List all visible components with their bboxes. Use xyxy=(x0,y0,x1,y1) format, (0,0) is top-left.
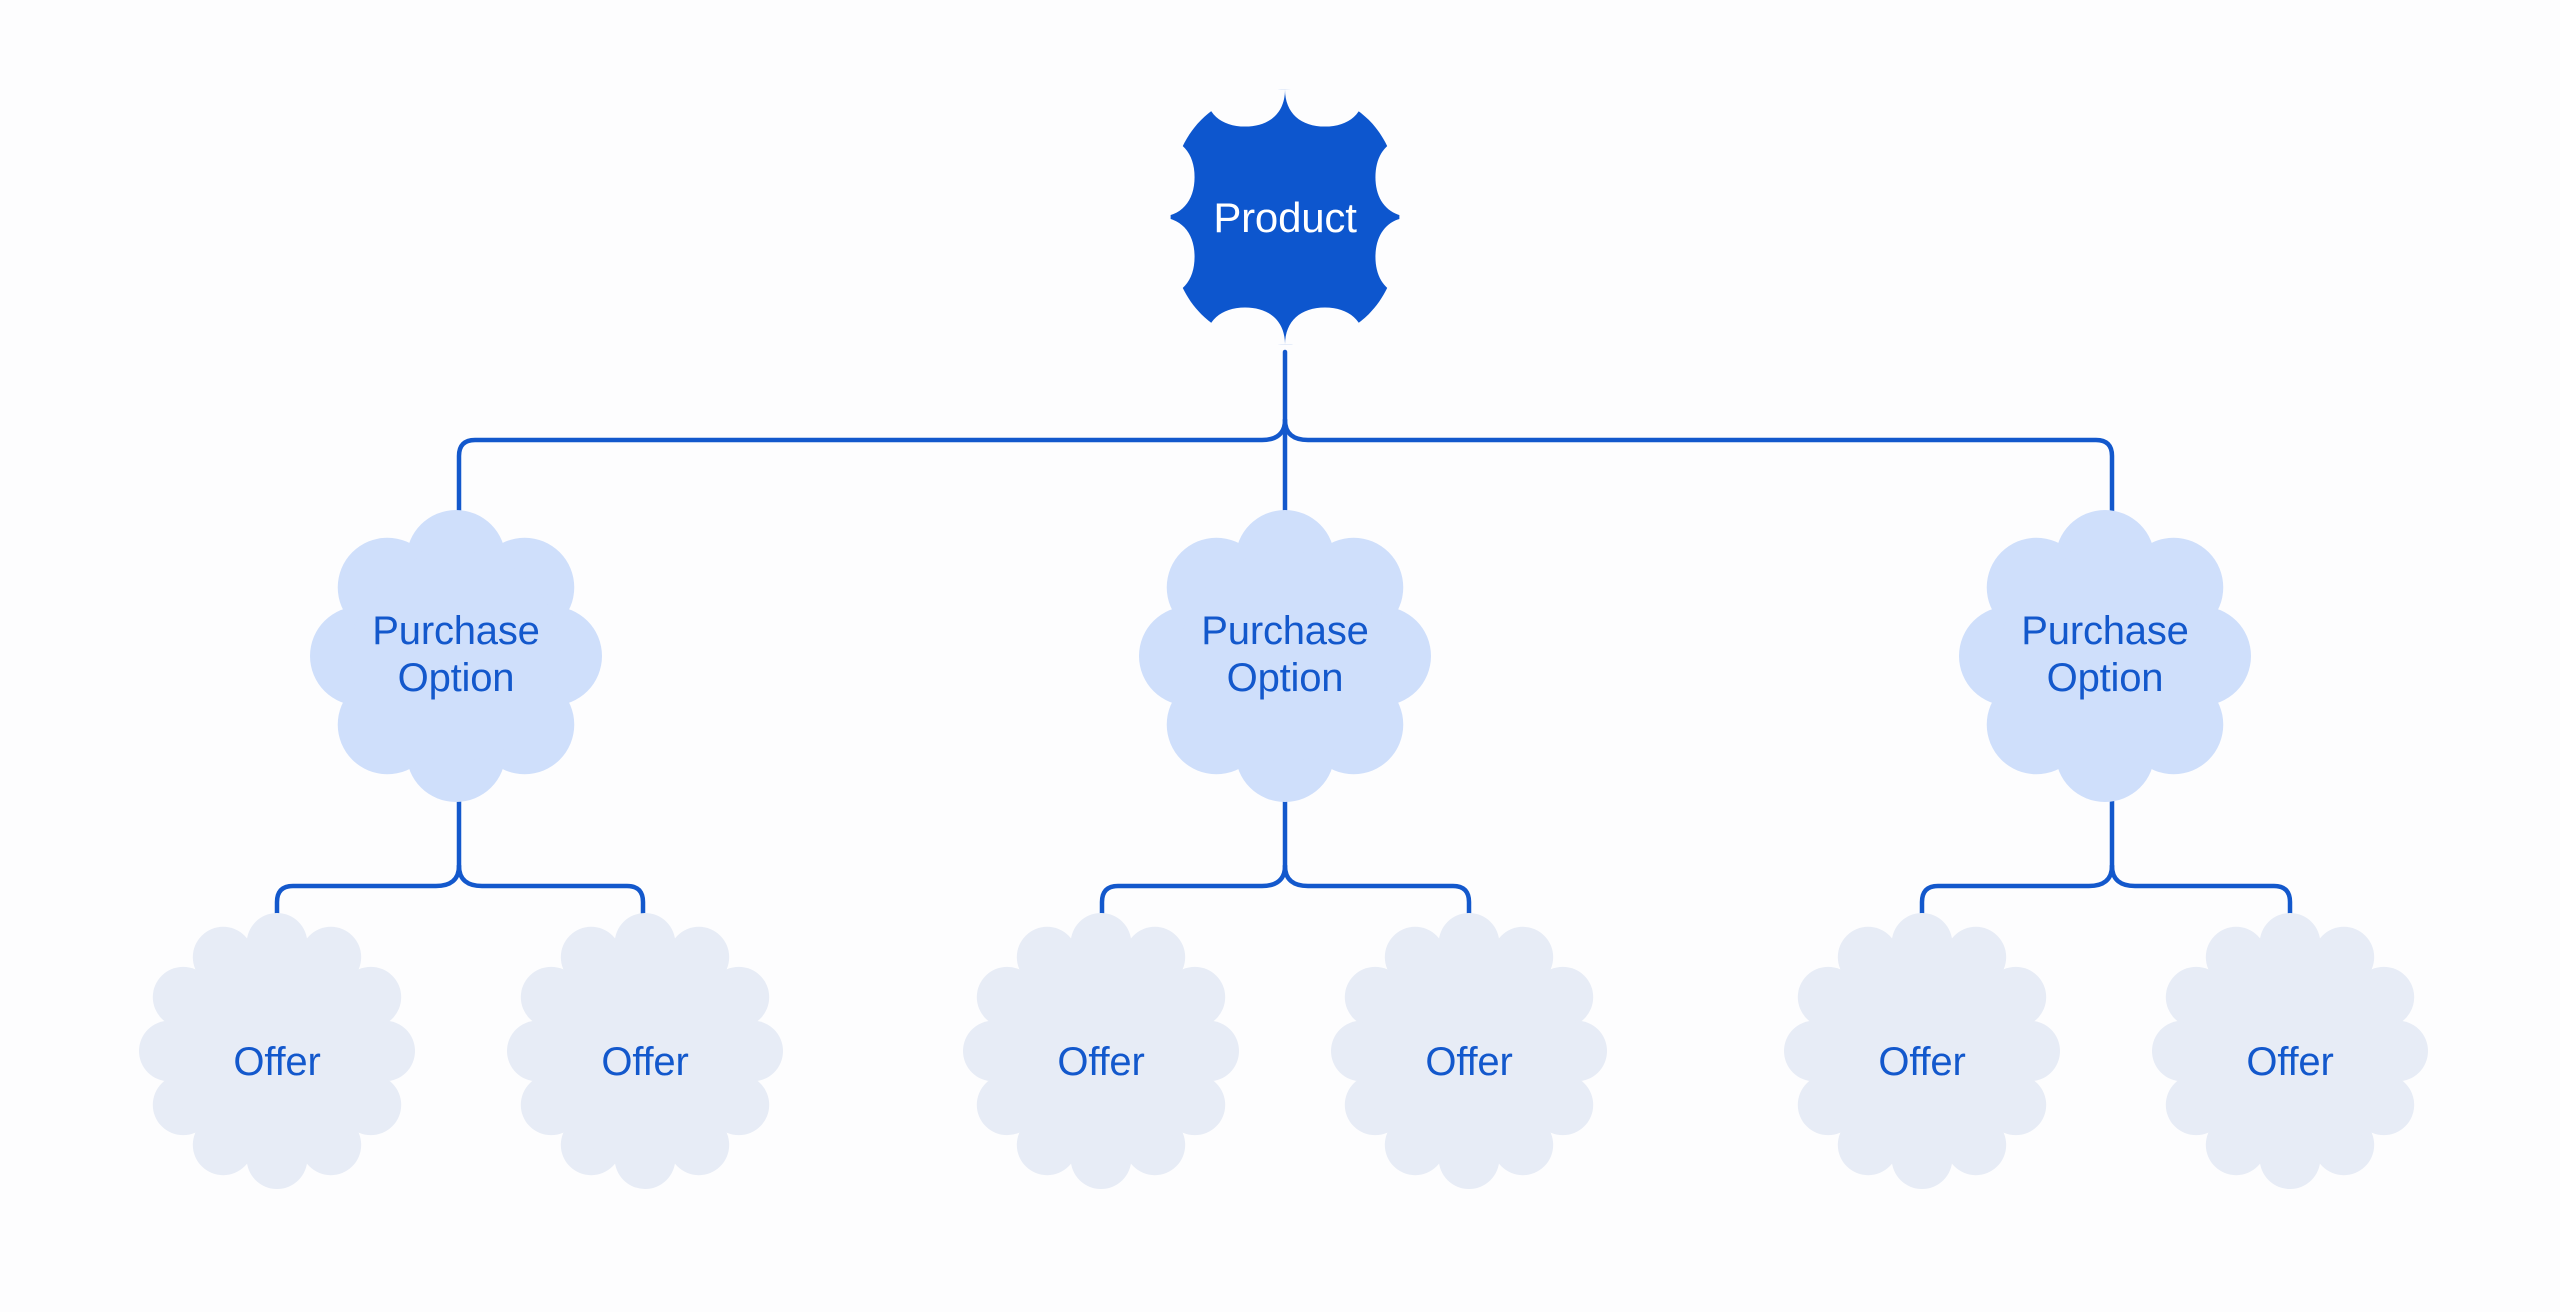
node-offer-label: Offer xyxy=(1057,1040,1145,1085)
node-offer-label: Offer xyxy=(1425,1040,1513,1085)
node-product[interactable]: Product xyxy=(1152,84,1418,352)
purchase-option-blob-shape xyxy=(310,510,602,802)
node-purchase-option-label: Purchase Option xyxy=(2021,608,2189,700)
node-offer-label: Offer xyxy=(1878,1040,1966,1085)
node-offer-3[interactable]: Offer xyxy=(963,913,1239,1213)
node-offer-5[interactable]: Offer xyxy=(1784,913,2060,1213)
node-offer-label: Offer xyxy=(601,1040,689,1085)
node-offer-4[interactable]: Offer xyxy=(1331,913,1607,1213)
node-purchase-option-label: Purchase Option xyxy=(1201,608,1369,700)
node-purchase-option-3[interactable]: Purchase Option xyxy=(1959,510,2251,802)
purchase-option-blob-shape xyxy=(1139,510,1431,802)
node-offer-6[interactable]: Offer xyxy=(2152,913,2428,1213)
offer-scallop-shape xyxy=(963,913,1239,1189)
node-offer-label: Offer xyxy=(233,1040,321,1085)
product-blob-shape xyxy=(1157,89,1413,345)
node-purchase-option-2[interactable]: Purchase Option xyxy=(1139,510,1431,802)
offer-scallop-shape xyxy=(2152,913,2428,1189)
node-product-label: Product xyxy=(1213,194,1357,242)
connector-root-bus-right xyxy=(1282,417,2115,515)
node-purchase-option-1[interactable]: Purchase Option xyxy=(310,510,602,802)
node-offer-2[interactable]: Offer xyxy=(507,913,783,1213)
connector-root-bus xyxy=(456,417,1288,515)
node-purchase-option-label: Purchase Option xyxy=(372,608,540,700)
purchase-option-blob-shape xyxy=(1959,510,2251,802)
node-offer-label: Offer xyxy=(2246,1040,2334,1085)
node-offer-1[interactable]: Offer xyxy=(139,913,415,1213)
